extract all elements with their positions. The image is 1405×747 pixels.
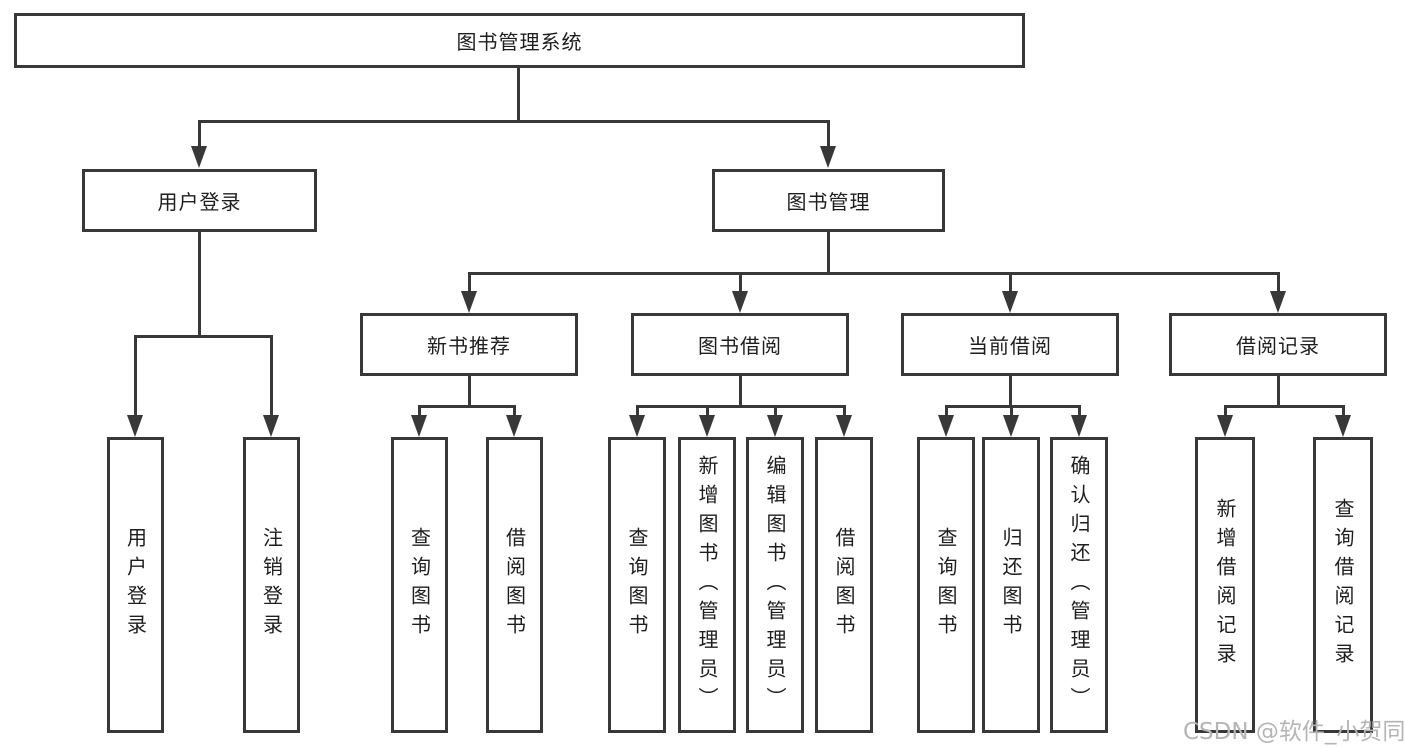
leaf-label: 借阅图书 [502, 527, 527, 643]
leaf-logout: 注销登录 [243, 437, 300, 733]
node-borrowing-records: 借阅记录 [1169, 313, 1387, 376]
connector-drop [1277, 272, 1280, 292]
connector-userlogin-rail [135, 335, 272, 338]
connector-drop [270, 335, 273, 416]
arrow-down-icon [461, 291, 477, 313]
leaf-borrow-books: 借阅图书 [815, 437, 873, 733]
node-label: 新书推荐 [427, 334, 511, 358]
arrow-down-icon [1335, 415, 1351, 437]
arrow-down-icon [938, 415, 954, 437]
connector-stem [1277, 376, 1280, 405]
connector-drop [827, 120, 830, 148]
connector-stem [468, 376, 471, 405]
connector-drop [1010, 405, 1013, 417]
node-user-login: 用户登录 [82, 169, 317, 232]
arrow-down-icon [699, 415, 715, 437]
node-label: 图书管理 [786, 190, 871, 214]
connector-drop [739, 272, 742, 292]
leaf-label: 归还图书 [999, 527, 1023, 643]
connector-drop [706, 405, 709, 417]
connector-drop [1224, 405, 1227, 417]
connector-rail [1225, 405, 1344, 408]
leaf-label: 查询借阅记录 [1331, 498, 1355, 672]
leaf-label: 新增借阅记录 [1213, 498, 1237, 672]
arrow-down-icon [1003, 415, 1019, 437]
leaf-query-books-current: 查询图书 [917, 437, 975, 733]
connector-rail [637, 405, 845, 408]
leaf-user-login: 用户登录 [107, 437, 164, 733]
connector-drop [134, 335, 137, 416]
arrow-down-icon [191, 146, 207, 168]
connector-drop [945, 405, 948, 417]
arrow-down-icon [1270, 291, 1286, 313]
node-label: 图书管理系统 [456, 30, 583, 54]
connector-userlogin-stem [198, 232, 201, 335]
node-current-borrowing: 当前借阅 [901, 313, 1119, 376]
connector-drop [418, 405, 421, 417]
connector-stem [739, 376, 742, 405]
leaf-query-books-recommend: 查询图书 [391, 437, 448, 733]
connector-drop [198, 120, 201, 148]
node-label: 借阅记录 [1236, 334, 1320, 358]
node-label: 图书借阅 [698, 334, 782, 358]
arrow-down-icon [732, 291, 748, 313]
node-book-borrowing: 图书借阅 [631, 313, 849, 376]
leaf-borrow-books-recommend: 借阅图书 [486, 437, 543, 733]
leaf-label: 新增图书（管理员） [695, 454, 719, 716]
arrow-down-icon [1002, 291, 1018, 313]
leaf-edit-books-admin: 编辑图书（管理员） [746, 437, 804, 733]
arrow-down-icon [820, 146, 836, 168]
csdn-watermark: CSDN @软件_小贺同学 [1183, 719, 1405, 745]
connector-bookmgmt-stem [827, 232, 830, 272]
leaf-add-books-admin: 新增图书（管理员） [678, 437, 736, 733]
connector-rail [419, 405, 515, 408]
leaf-label: 用户登录 [123, 527, 148, 643]
arrow-down-icon [1071, 415, 1087, 437]
connector-drop [636, 405, 639, 417]
arrow-down-icon [127, 415, 143, 437]
leaf-label: 注销登录 [259, 527, 284, 643]
leaf-label: 编辑图书（管理员） [763, 454, 787, 716]
leaf-label: 查询图书 [625, 527, 649, 643]
connector-drop [1078, 405, 1081, 417]
leaf-label: 借阅图书 [832, 527, 856, 643]
node-library-system: 图书管理系统 [14, 13, 1025, 68]
arrow-down-icon [263, 415, 279, 437]
leaf-add-borrow-record: 新增借阅记录 [1195, 437, 1255, 733]
node-book-management: 图书管理 [712, 169, 945, 232]
leaf-query-books-borrowing: 查询图书 [608, 437, 666, 733]
connector-drop [513, 405, 516, 417]
connector-drop [774, 405, 777, 417]
arrow-down-icon [836, 415, 852, 437]
connector-drop [1009, 272, 1012, 292]
connector-drop [1342, 405, 1345, 417]
node-label: 当前借阅 [968, 334, 1052, 358]
arrow-down-icon [506, 415, 522, 437]
leaf-query-borrow-record: 查询借阅记录 [1313, 437, 1373, 733]
connector-stem [1009, 376, 1012, 405]
arrow-down-icon [411, 415, 427, 437]
leaf-return-books: 归还图书 [982, 437, 1040, 733]
connector-drop [843, 405, 846, 417]
leaf-label: 查询图书 [934, 527, 958, 643]
connector-root-stem [517, 68, 520, 120]
node-label: 用户登录 [157, 190, 242, 214]
arrow-down-icon [767, 415, 783, 437]
leaf-label: 查询图书 [407, 527, 432, 643]
connector-bookmgmt-rail [469, 272, 1280, 275]
leaf-label: 确认归还（管理员） [1067, 454, 1091, 716]
connector-root-rail [199, 120, 829, 123]
connector-drop [468, 272, 471, 292]
connector-rail [946, 405, 1080, 408]
leaf-confirm-return-admin: 确认归还（管理员） [1050, 437, 1108, 733]
arrow-down-icon [1217, 415, 1233, 437]
node-new-book-recommendation: 新书推荐 [360, 313, 578, 376]
arrow-down-icon [629, 415, 645, 437]
